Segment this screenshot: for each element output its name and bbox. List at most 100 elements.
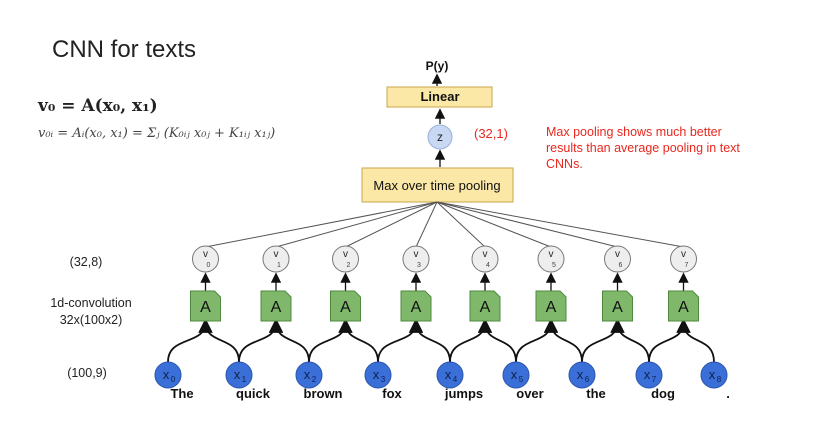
x-node-subscript: 0 <box>171 375 176 384</box>
v-node: v6 <box>604 245 631 273</box>
x-to-a-path <box>543 318 583 363</box>
v-node-subscript: 4 <box>486 262 490 269</box>
a-to-v-arrows <box>200 272 689 291</box>
token-word: over <box>516 386 543 401</box>
x-to-a-path <box>377 318 424 363</box>
x-node-label: x <box>511 367 518 382</box>
v-node-circle <box>192 245 219 273</box>
x-to-a-path <box>408 318 451 363</box>
a-box-label: A <box>340 299 351 316</box>
x-node-label: x <box>163 367 170 382</box>
v-node: v0 <box>192 245 219 273</box>
a-box: A <box>535 290 567 322</box>
equation-v0i: v₀ᵢ = Aᵢ(x₀, x₁) = Σⱼ (K₀ᵢⱼ x₀ⱼ + K₁ᵢⱼ x… <box>38 126 276 141</box>
output-label: P(y) <box>426 59 449 73</box>
v-node: v4 <box>471 245 499 273</box>
x-to-a-path <box>581 318 625 363</box>
a-box-label: A <box>612 299 623 316</box>
a-box: A <box>602 290 633 322</box>
v-node-label: v <box>343 249 348 260</box>
a-box-label: A <box>200 299 211 316</box>
x-to-a-path <box>268 318 310 363</box>
token-word: The <box>170 386 193 401</box>
pooling-connections <box>205 201 684 248</box>
v-node-label: v <box>615 249 620 260</box>
v-node-label: v <box>414 249 419 260</box>
equation-v0: v₀ = A(x₀, x₁) <box>38 96 158 116</box>
token-word: brown <box>304 386 343 401</box>
x-to-a-path <box>676 318 715 363</box>
pooling-box <box>361 167 514 203</box>
x-node-subscript: 5 <box>519 375 524 384</box>
v-node-label: v <box>203 249 208 260</box>
x-to-a-path <box>610 318 650 363</box>
x-node-circle <box>635 361 663 389</box>
x-node-subscript: 6 <box>585 375 590 384</box>
token-word: quick <box>236 386 271 401</box>
token-word: jumps <box>444 386 483 401</box>
x-node-label: x <box>373 367 380 382</box>
pool-line <box>436 201 684 248</box>
v-node-label: v <box>274 249 279 260</box>
a-box-shape <box>260 290 292 322</box>
linear-box <box>386 86 493 108</box>
convolution-connections <box>167 318 715 363</box>
pool-line <box>275 201 438 248</box>
x-node-circle <box>436 361 464 389</box>
a-box-shape <box>400 290 432 322</box>
x-to-a-path <box>477 318 517 363</box>
v-dim-label: (32,8) <box>69 255 103 269</box>
v-node-subscript: 7 <box>685 262 689 269</box>
slide-title: CNN for texts <box>52 36 197 63</box>
x-node-label: x <box>644 367 651 382</box>
x-node-circle <box>700 361 728 389</box>
z-label: z <box>437 130 443 144</box>
pool-line <box>436 201 618 248</box>
a-box: A <box>469 290 501 322</box>
x-node-circle <box>364 361 392 389</box>
a-box-label: A <box>546 299 557 316</box>
a-box-shape <box>330 290 361 322</box>
v-node: v1 <box>262 245 290 273</box>
x-to-a-path <box>198 318 240 363</box>
token-word: dog <box>651 386 675 401</box>
x-node-label: x <box>577 367 584 382</box>
token-word: . <box>726 386 730 401</box>
v-node-subscript: 6 <box>619 262 623 269</box>
v-node: v2 <box>332 245 359 273</box>
x-node-subscript: 8 <box>717 375 722 384</box>
a-box-shape <box>602 290 633 322</box>
a-box-shape <box>668 290 699 322</box>
x-node-label: x <box>709 367 716 382</box>
x-to-a-path <box>515 318 559 363</box>
x-node-circle <box>568 361 596 389</box>
conv-label-line1: 1d-convolution <box>50 296 132 310</box>
max-pooling-note: Max pooling shows much better results th… <box>546 125 740 171</box>
a-box: A <box>260 290 292 322</box>
v-node-label: v <box>483 249 488 260</box>
pool-line <box>436 201 552 248</box>
pool-line <box>436 201 486 248</box>
x-dim-label: (100,9) <box>67 366 107 380</box>
x-to-a-path <box>648 318 691 363</box>
a-box: A <box>668 290 699 322</box>
v-node-circle <box>471 245 499 273</box>
v-node: v5 <box>537 245 565 273</box>
token-word: the <box>586 386 606 401</box>
linear-label: Linear <box>420 89 459 104</box>
v-node-label: v <box>681 249 686 260</box>
token-word: fox <box>382 386 402 401</box>
x-to-a-path <box>238 318 284 363</box>
